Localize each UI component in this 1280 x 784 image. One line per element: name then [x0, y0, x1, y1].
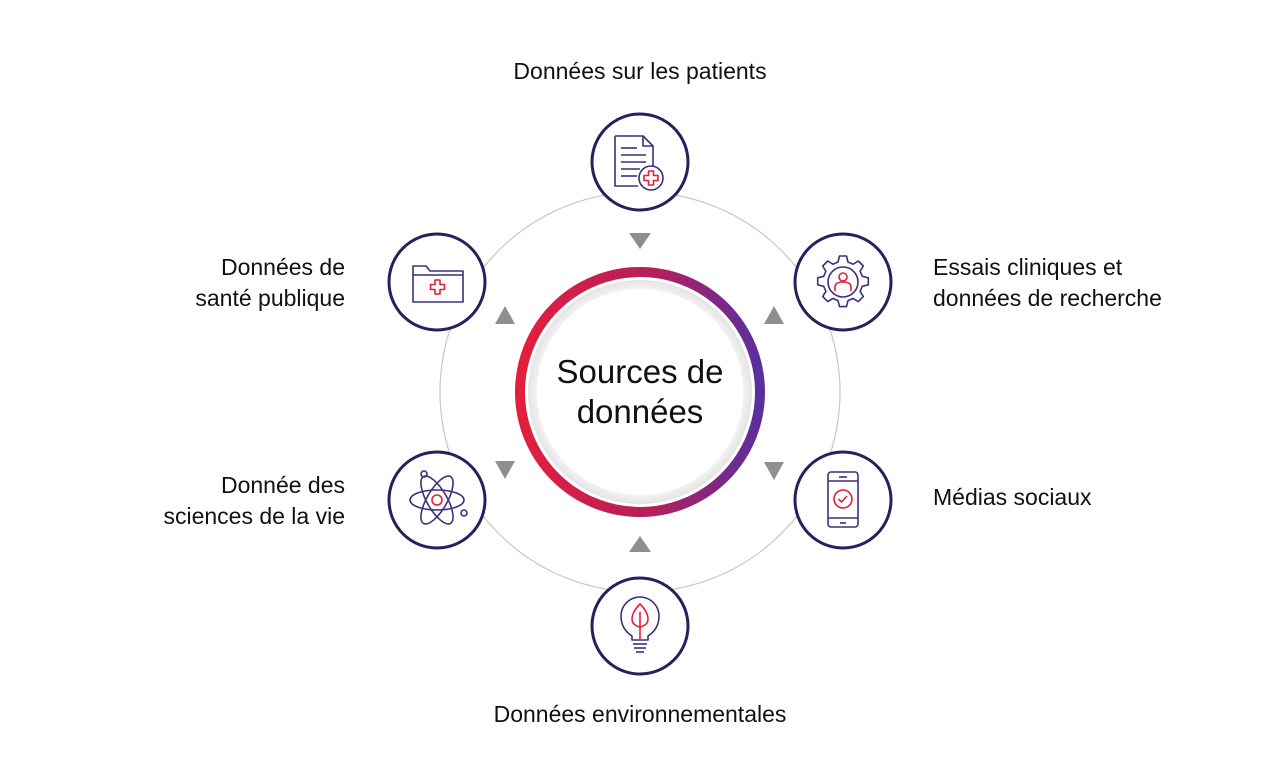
node-clinical-trials — [793, 232, 893, 332]
label-social-media: Médias sociaux — [933, 482, 1092, 513]
node-patient-data — [590, 112, 690, 212]
center-title-line1: Sources de — [556, 353, 724, 390]
label-public-health-line2: santé publique — [195, 285, 345, 311]
central-hub — [515, 267, 765, 517]
leaf-bulb-icon — [620, 596, 660, 653]
node-public-health — [387, 232, 487, 332]
label-life-sciences: Donnée des sciences de la vie — [163, 470, 345, 532]
arrow-top-right — [764, 306, 784, 324]
label-environmental-data: Données environnementales — [440, 699, 840, 730]
label-patient-data-line1: Données sur les patients — [513, 58, 767, 84]
node-social-media — [793, 450, 893, 550]
label-life-sciences-line1: Donnée des — [220, 472, 345, 498]
medical-folder-icon — [412, 265, 464, 303]
center-title: Sources de données — [530, 352, 750, 432]
label-clinical-trials: Essais cliniques et données de recherche — [933, 252, 1162, 314]
arrow-bottom-left — [495, 461, 515, 479]
medical-document-icon — [614, 135, 664, 191]
arrow-bottom-right — [764, 462, 784, 480]
gear-person-icon — [816, 255, 870, 308]
node-life-sciences — [387, 450, 487, 550]
atom-icon — [409, 470, 468, 525]
label-public-health: Données de santé publique — [195, 252, 345, 314]
arrow-top — [629, 233, 651, 249]
label-public-health-line1: Données de — [220, 254, 345, 280]
arrow-bottom — [629, 536, 651, 552]
arrow-top-left — [495, 306, 515, 324]
label-life-sciences-line2: sciences de la vie — [163, 503, 345, 529]
label-patient-data: Données sur les patients — [440, 56, 840, 87]
node-environmental-data — [590, 576, 690, 676]
center-title-line2: données — [576, 393, 704, 430]
label-social-media-line1: Médias sociaux — [933, 484, 1092, 510]
label-clinical-trials-line2: données de recherche — [933, 285, 1162, 311]
label-clinical-trials-line1: Essais cliniques et — [933, 254, 1123, 280]
label-environmental-data-line1: Données environnementales — [493, 701, 787, 727]
smartphone-check-icon — [827, 471, 859, 528]
